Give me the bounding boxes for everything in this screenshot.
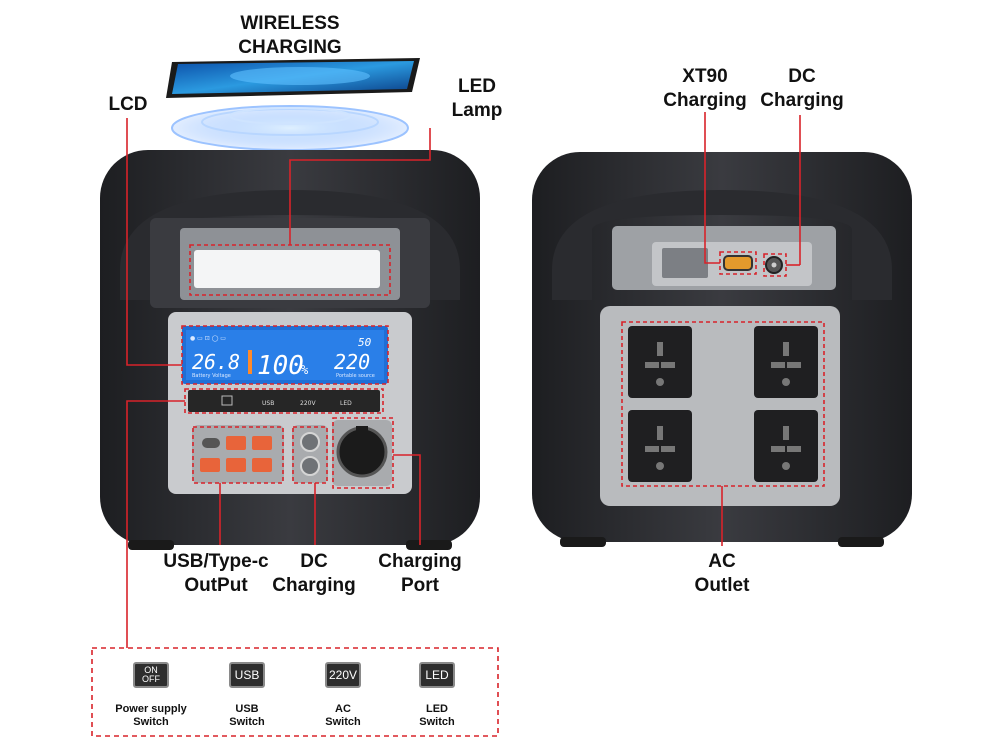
wireless-charging-illustration	[166, 58, 420, 151]
label-lcd: LCD	[108, 94, 148, 115]
lcd-display: ● ▭ ⊡ ◯ ▭ 26.8 Battery Voltage 100 % 50 …	[190, 335, 375, 381]
label-dc-charging-front: DC Charging	[272, 551, 356, 596]
switch-ac-caption: AC Switch	[325, 703, 361, 728]
front-switch-row: USB 220V LED	[221, 395, 352, 407]
front-220v-label: 220V	[300, 400, 316, 407]
switch-usb-caption: USB Switch	[229, 703, 265, 728]
label-charging-port: Charging Port	[378, 551, 462, 596]
label-wireless-charging: WIRELESS CHARGING	[238, 13, 342, 58]
switch-led-caption: LED Switch	[419, 703, 455, 728]
switch-power-button: ON OFF	[133, 662, 169, 688]
ac-sockets	[628, 326, 818, 482]
lcd-percent-unit: %	[301, 363, 309, 377]
usb-ports	[200, 436, 272, 472]
switch-power-caption: Power supply Switch	[115, 703, 187, 728]
label-usb-typec-output: USB/Type-c OutPut	[163, 551, 269, 596]
lcd-freq: 50	[358, 336, 372, 349]
label-ac-outlet: AC Outlet	[694, 551, 750, 596]
lcd-percent: 100	[257, 351, 304, 381]
lcd-battery-voltage: 26.8	[192, 350, 240, 374]
switch-ac-button: 220V	[325, 662, 361, 688]
label-dc-charging-rear: DC Charging	[760, 66, 844, 111]
lcd-battery-caption: Battery Voltage	[192, 373, 231, 379]
label-led-lamp: LED Lamp	[451, 76, 503, 121]
callouts	[91, 112, 825, 737]
label-xt90-charging: XT90 Charging	[663, 66, 747, 111]
switch-led-button: LED	[419, 662, 455, 688]
lcd-output-voltage: 220	[334, 350, 370, 374]
rear-unit	[532, 152, 912, 547]
lcd-output-caption: Portable source	[336, 373, 375, 379]
front-led-label: LED	[340, 400, 352, 407]
svg-text:● ▭ ⊡ ◯ ▭: ● ▭ ⊡ ◯ ▭	[190, 335, 226, 342]
front-usb-label: USB	[262, 400, 274, 407]
switch-usb-button: USB	[229, 662, 265, 688]
